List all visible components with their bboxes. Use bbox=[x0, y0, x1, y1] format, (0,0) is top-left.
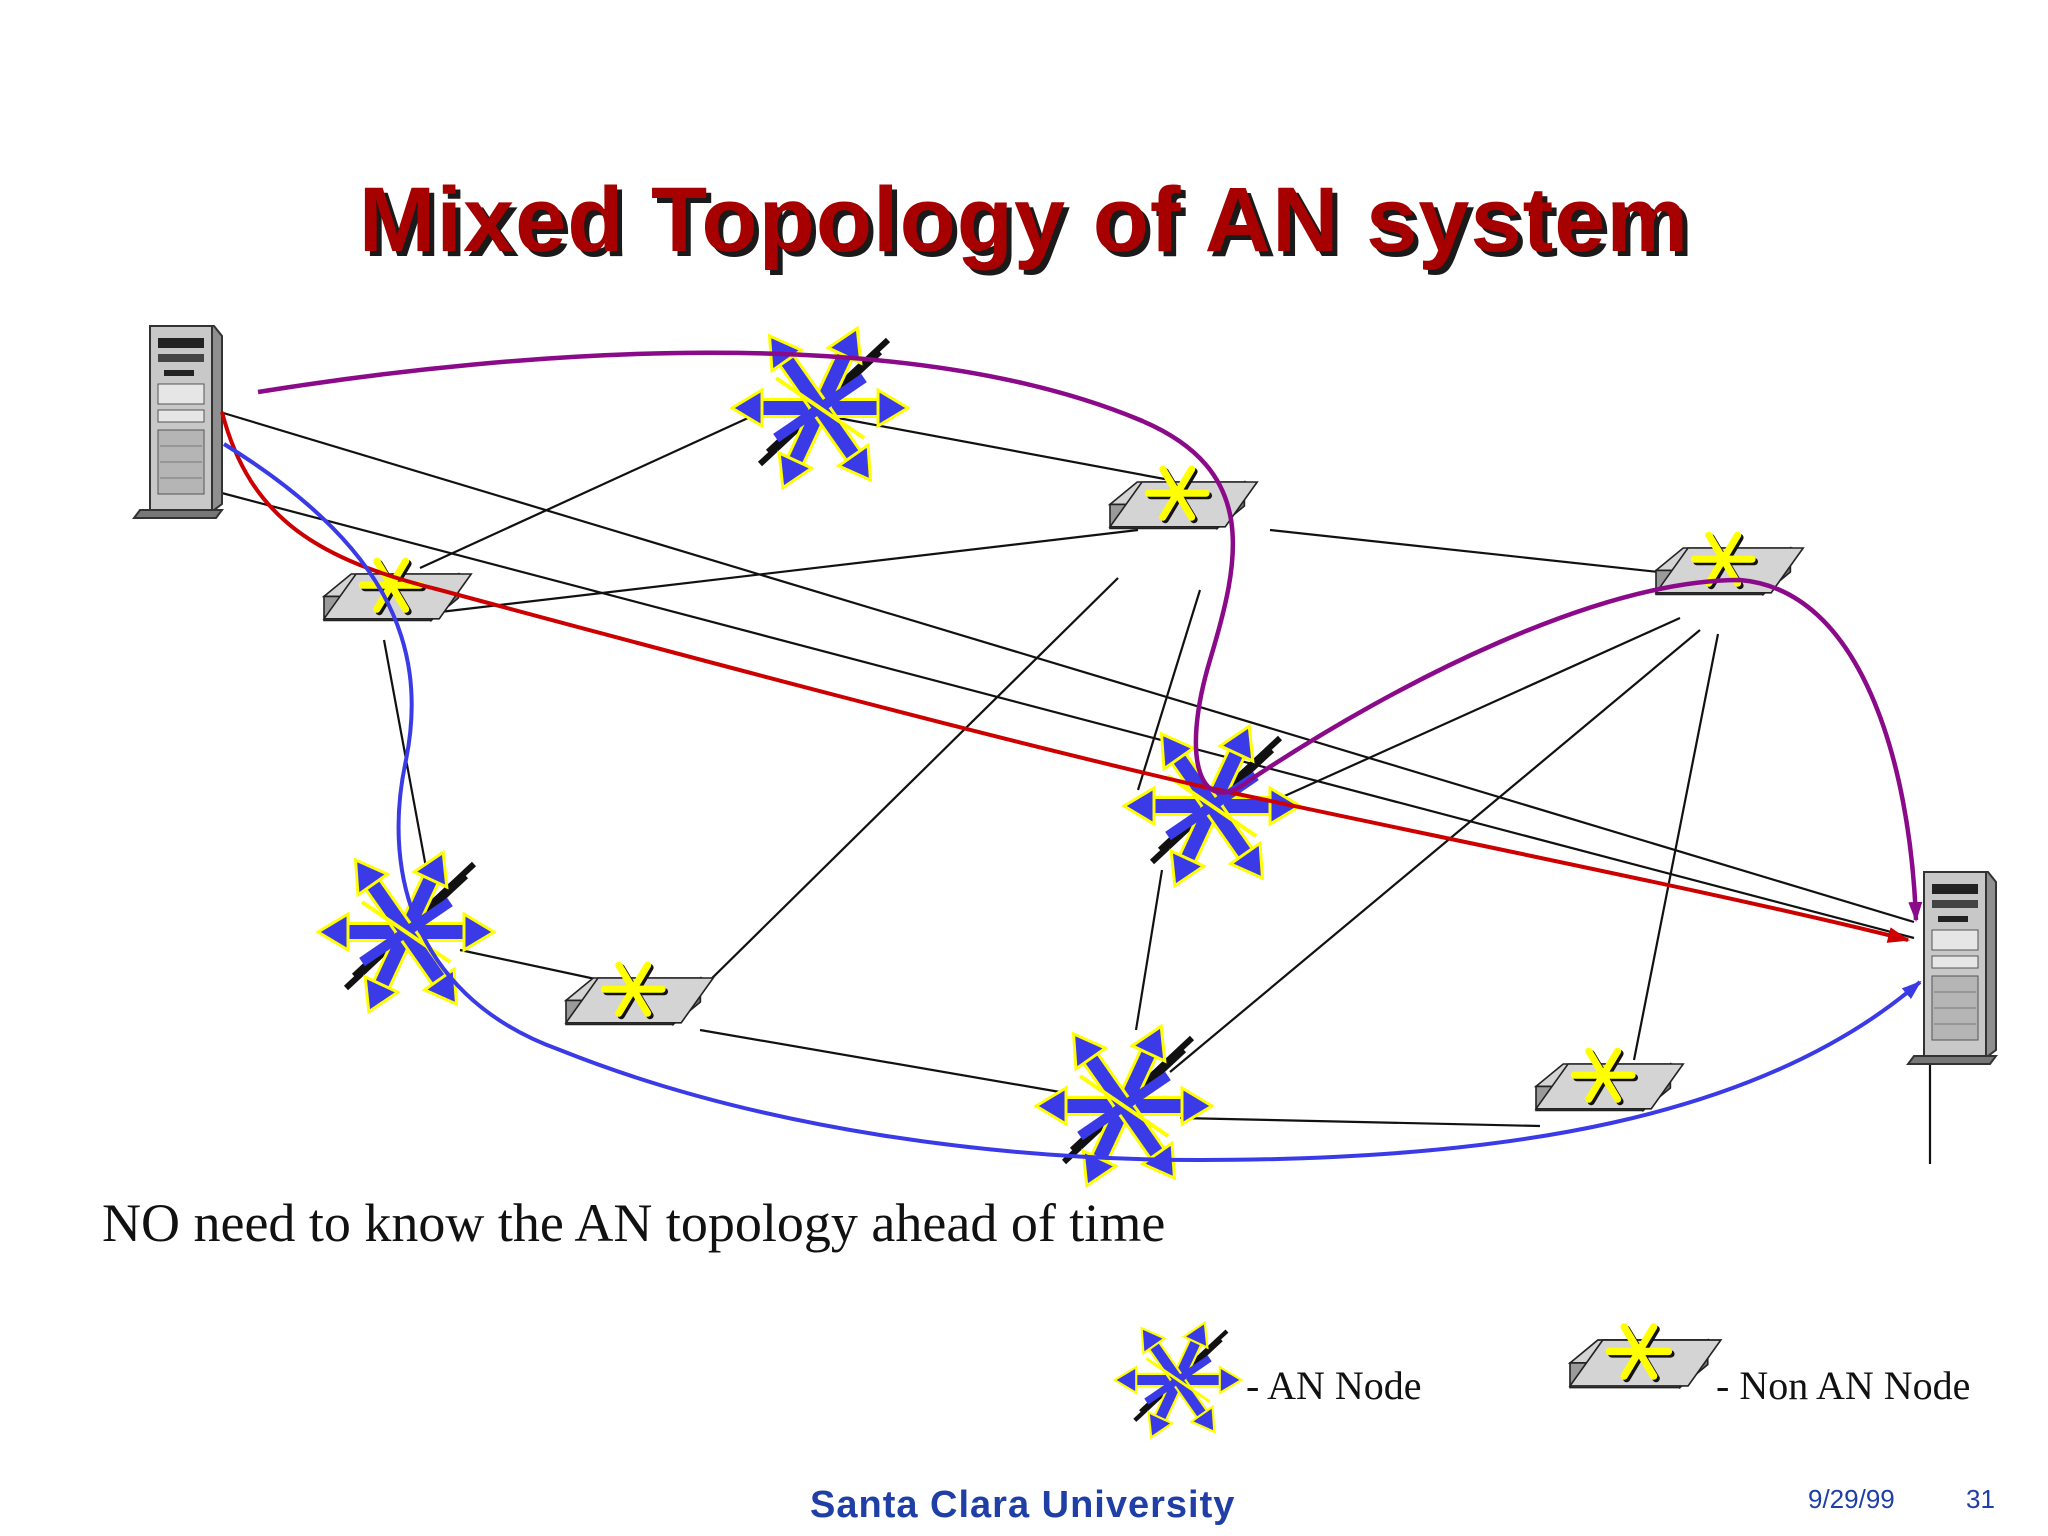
link bbox=[1257, 616, 1681, 810]
link bbox=[699, 1028, 1061, 1094]
link bbox=[1632, 633, 1720, 1061]
non-an-node-icon bbox=[1536, 1051, 1683, 1110]
an-node-icon bbox=[1124, 719, 1300, 894]
source-server-icon bbox=[133, 325, 223, 519]
link bbox=[382, 639, 434, 901]
link bbox=[1269, 528, 1715, 580]
an-node-icon bbox=[732, 321, 908, 496]
link bbox=[1169, 629, 1701, 1073]
link bbox=[217, 490, 1915, 940]
slide-title: Mixed Topology of AN system bbox=[358, 169, 1690, 271]
topology-caption: NO need to know the AN topology ahead of… bbox=[102, 1193, 1166, 1253]
link bbox=[1134, 869, 1164, 1031]
legend-non-an-node-label: - Non AN Node bbox=[1716, 1363, 1971, 1408]
blue-route bbox=[222, 442, 1922, 1163]
link bbox=[1136, 589, 1202, 791]
non-an-node-icon bbox=[1110, 469, 1257, 528]
legend-an-node-label: - AN Node bbox=[1246, 1363, 1422, 1408]
footer-institution: Santa Clara University bbox=[810, 1484, 1236, 1526]
non-an-node-icon bbox=[566, 965, 713, 1024]
link bbox=[419, 416, 749, 570]
an-node-icon bbox=[1036, 1019, 1212, 1194]
link bbox=[837, 416, 1171, 482]
legend-an-node-icon bbox=[1115, 1317, 1242, 1443]
link bbox=[1179, 1116, 1541, 1128]
link bbox=[219, 410, 1915, 924]
purple-route bbox=[257, 350, 1923, 922]
link bbox=[699, 577, 1119, 991]
red-route bbox=[220, 411, 1910, 943]
footer-page-number: 31 bbox=[1966, 1484, 1995, 1514]
link bbox=[459, 948, 601, 982]
destination-server-icon bbox=[1907, 871, 1997, 1065]
footer-date: 9/29/99 bbox=[1808, 1484, 1895, 1514]
legend-non-an-node-icon bbox=[1570, 1327, 1721, 1388]
network-links bbox=[217, 410, 1932, 1164]
link bbox=[439, 528, 1139, 614]
